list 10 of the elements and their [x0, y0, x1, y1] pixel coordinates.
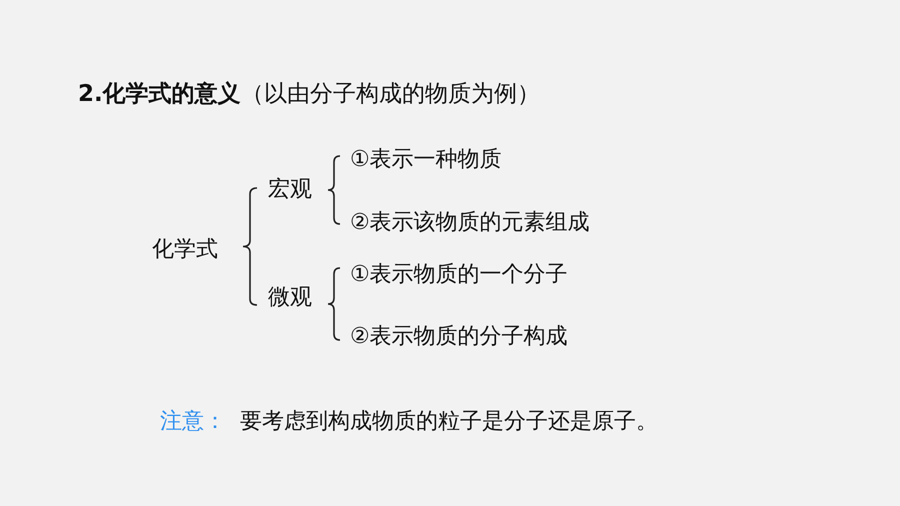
branch-text: 微观 [268, 284, 312, 312]
item-text: ①表示一种物质 [350, 146, 502, 174]
branch-text: 宏观 [268, 176, 312, 204]
note-label: 注意： [160, 408, 226, 436]
item-text: ①表示物质的一个分子 [350, 261, 568, 289]
note-text: 要考虑到构成物质的粒子是分子还是原子。 [240, 408, 658, 436]
root-text: 化学式 [152, 236, 218, 264]
item-text: ②表示该物质的元素组成 [350, 209, 590, 237]
item-text: ②表示物质的分子构成 [350, 323, 568, 351]
slide-title: 2.化学式的意义（以由分子构成的物质为例） [78, 80, 540, 108]
